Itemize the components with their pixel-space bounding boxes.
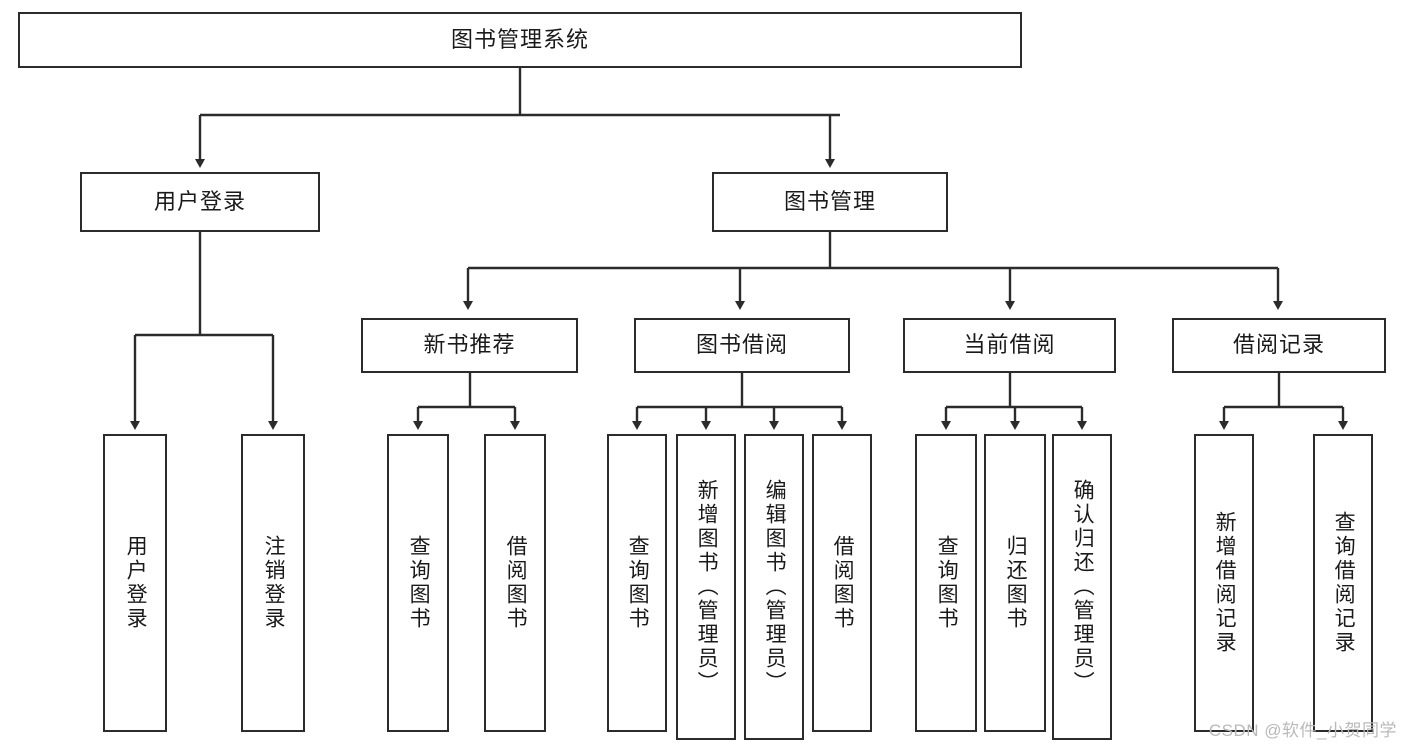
node-leaf-query-book-3-label: 查询图书 xyxy=(935,535,959,631)
node-leaf-borrow-book-1[interactable]: 借阅图书 xyxy=(484,434,546,732)
node-borrow-record[interactable]: 借阅记录 xyxy=(1172,318,1386,373)
node-leaf-return-book[interactable]: 归还图书 xyxy=(984,434,1046,732)
node-leaf-return-book-label: 归还图书 xyxy=(1004,535,1028,631)
node-leaf-borrow-book-2[interactable]: 借阅图书 xyxy=(812,434,872,732)
node-root[interactable]: 图书管理系统 xyxy=(18,12,1022,68)
node-leaf-query-book-2-label: 查询图书 xyxy=(626,535,650,631)
node-book-manage-label: 图书管理 xyxy=(783,188,876,214)
node-leaf-confirm-return-label: 确认归还（管理员） xyxy=(1071,479,1095,695)
node-leaf-borrow-book-2-label: 借阅图书 xyxy=(831,535,855,631)
node-leaf-user-logout-label: 注销登录 xyxy=(262,535,286,631)
node-leaf-add-record-label: 新增借阅记录 xyxy=(1213,511,1237,655)
node-new-book-rec-label: 新书推荐 xyxy=(423,332,516,358)
node-leaf-query-book-1-label: 查询图书 xyxy=(407,535,431,631)
node-leaf-edit-book-label: 编辑图书（管理员） xyxy=(763,479,787,695)
node-borrow-record-label: 借阅记录 xyxy=(1232,332,1325,358)
node-book-manage[interactable]: 图书管理 xyxy=(712,172,948,232)
node-leaf-confirm-return[interactable]: 确认归还（管理员） xyxy=(1052,434,1112,740)
node-leaf-edit-book[interactable]: 编辑图书（管理员） xyxy=(744,434,804,740)
node-book-borrow[interactable]: 图书借阅 xyxy=(634,318,850,373)
node-leaf-query-book-3[interactable]: 查询图书 xyxy=(915,434,977,732)
node-leaf-query-book-2[interactable]: 查询图书 xyxy=(607,434,667,732)
node-leaf-add-record[interactable]: 新增借阅记录 xyxy=(1194,434,1254,732)
node-leaf-add-book-label: 新增图书（管理员） xyxy=(695,479,719,695)
node-current-borrow-label: 当前借阅 xyxy=(963,332,1056,358)
node-leaf-query-book-1[interactable]: 查询图书 xyxy=(387,434,449,732)
node-new-book-rec[interactable]: 新书推荐 xyxy=(361,318,578,373)
node-leaf-user-login-label: 用户登录 xyxy=(124,535,148,631)
node-user-login[interactable]: 用户登录 xyxy=(80,172,320,232)
node-leaf-user-logout[interactable]: 注销登录 xyxy=(241,434,305,732)
node-user-login-label: 用户登录 xyxy=(153,188,246,214)
node-leaf-query-record[interactable]: 查询借阅记录 xyxy=(1313,434,1373,732)
node-root-label: 图书管理系统 xyxy=(450,26,589,52)
node-current-borrow[interactable]: 当前借阅 xyxy=(903,318,1116,373)
node-leaf-borrow-book-1-label: 借阅图书 xyxy=(504,535,528,631)
node-leaf-add-book[interactable]: 新增图书（管理员） xyxy=(676,434,736,740)
node-leaf-user-login[interactable]: 用户登录 xyxy=(103,434,167,732)
node-book-borrow-label: 图书借阅 xyxy=(695,332,788,358)
node-leaf-query-record-label: 查询借阅记录 xyxy=(1332,511,1356,655)
csdn-watermark: CSDN @软件_小贺同学 xyxy=(1208,721,1397,740)
